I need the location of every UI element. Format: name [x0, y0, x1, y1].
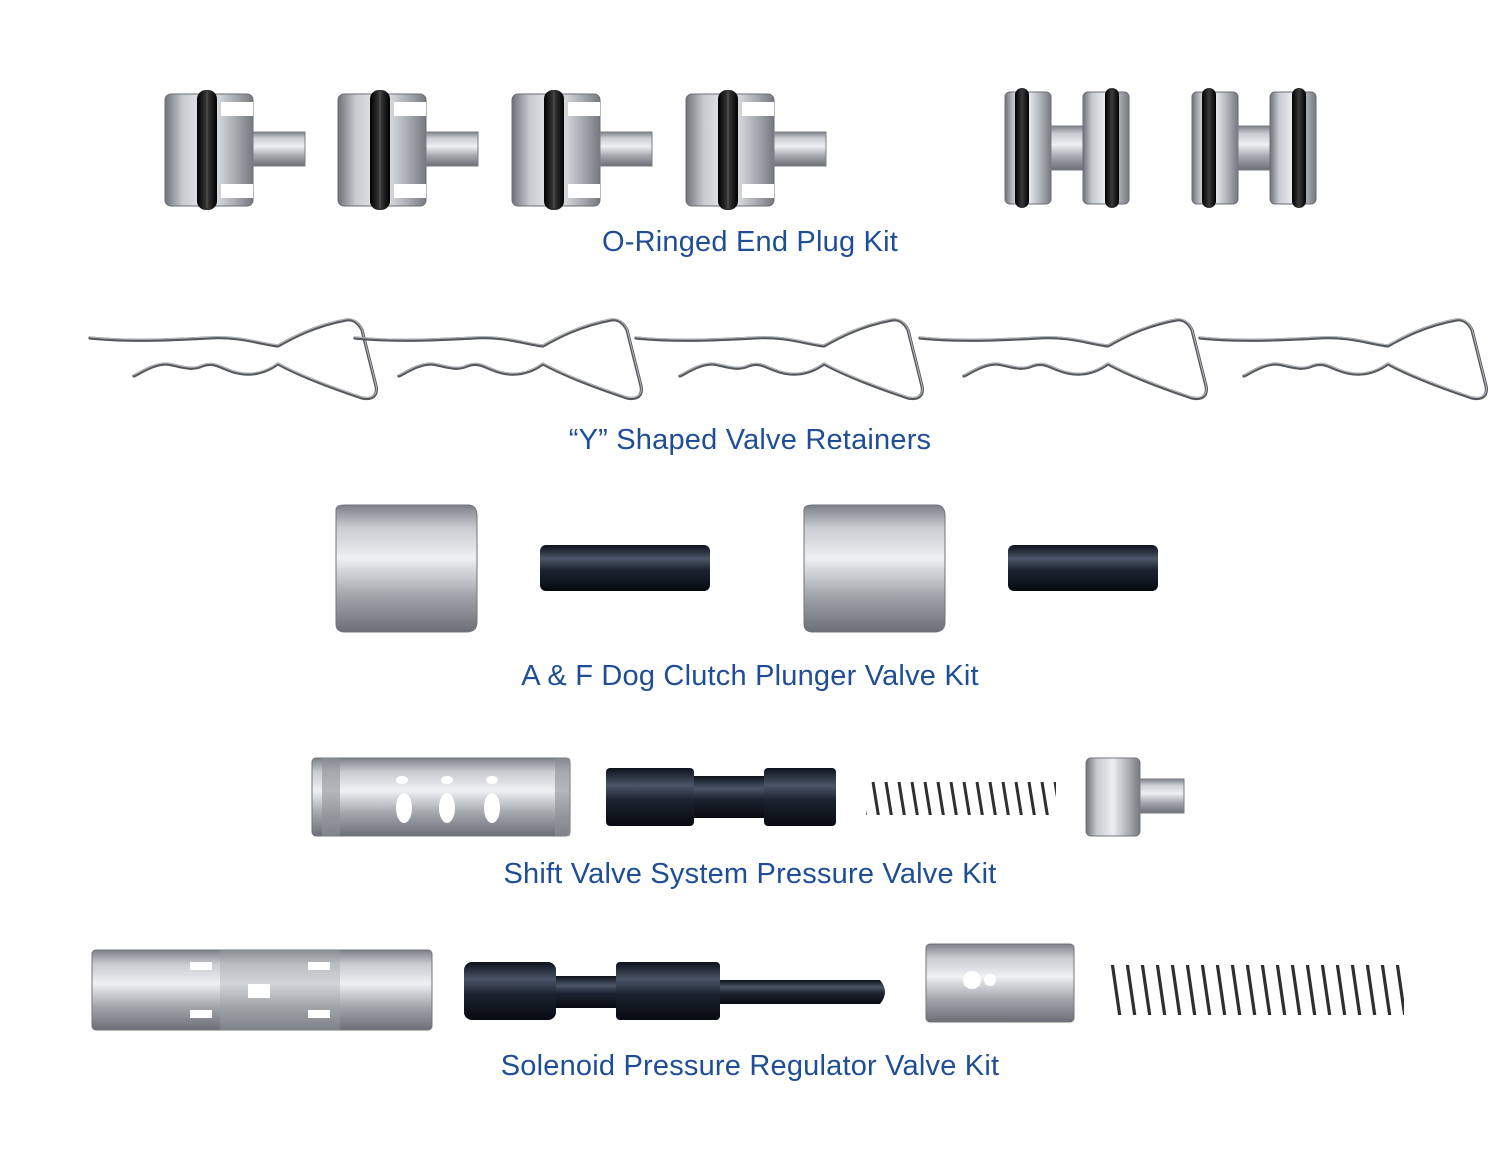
end-plug-row	[164, 87, 1317, 211]
shift-valve-row	[311, 757, 1185, 837]
dog-clutch-kit-caption: A & F Dog Clutch Plunger Valve Kit	[521, 660, 979, 692]
valve-retainers-caption: “Y” Shaped Valve Retainers	[568, 424, 932, 456]
shift-valve-kit-caption: Shift Valve System Pressure Valve Kit	[503, 858, 997, 890]
end-plug-kit-caption: O-Ringed End Plug Kit	[602, 226, 898, 258]
solenoid-regulator-kit-caption: Solenoid Pressure Regulator Valve Kit	[500, 1050, 1000, 1082]
dog-clutch-row	[335, 504, 1158, 633]
retainer-row	[88, 317, 1488, 401]
solenoid-regulator-row	[91, 943, 1404, 1031]
